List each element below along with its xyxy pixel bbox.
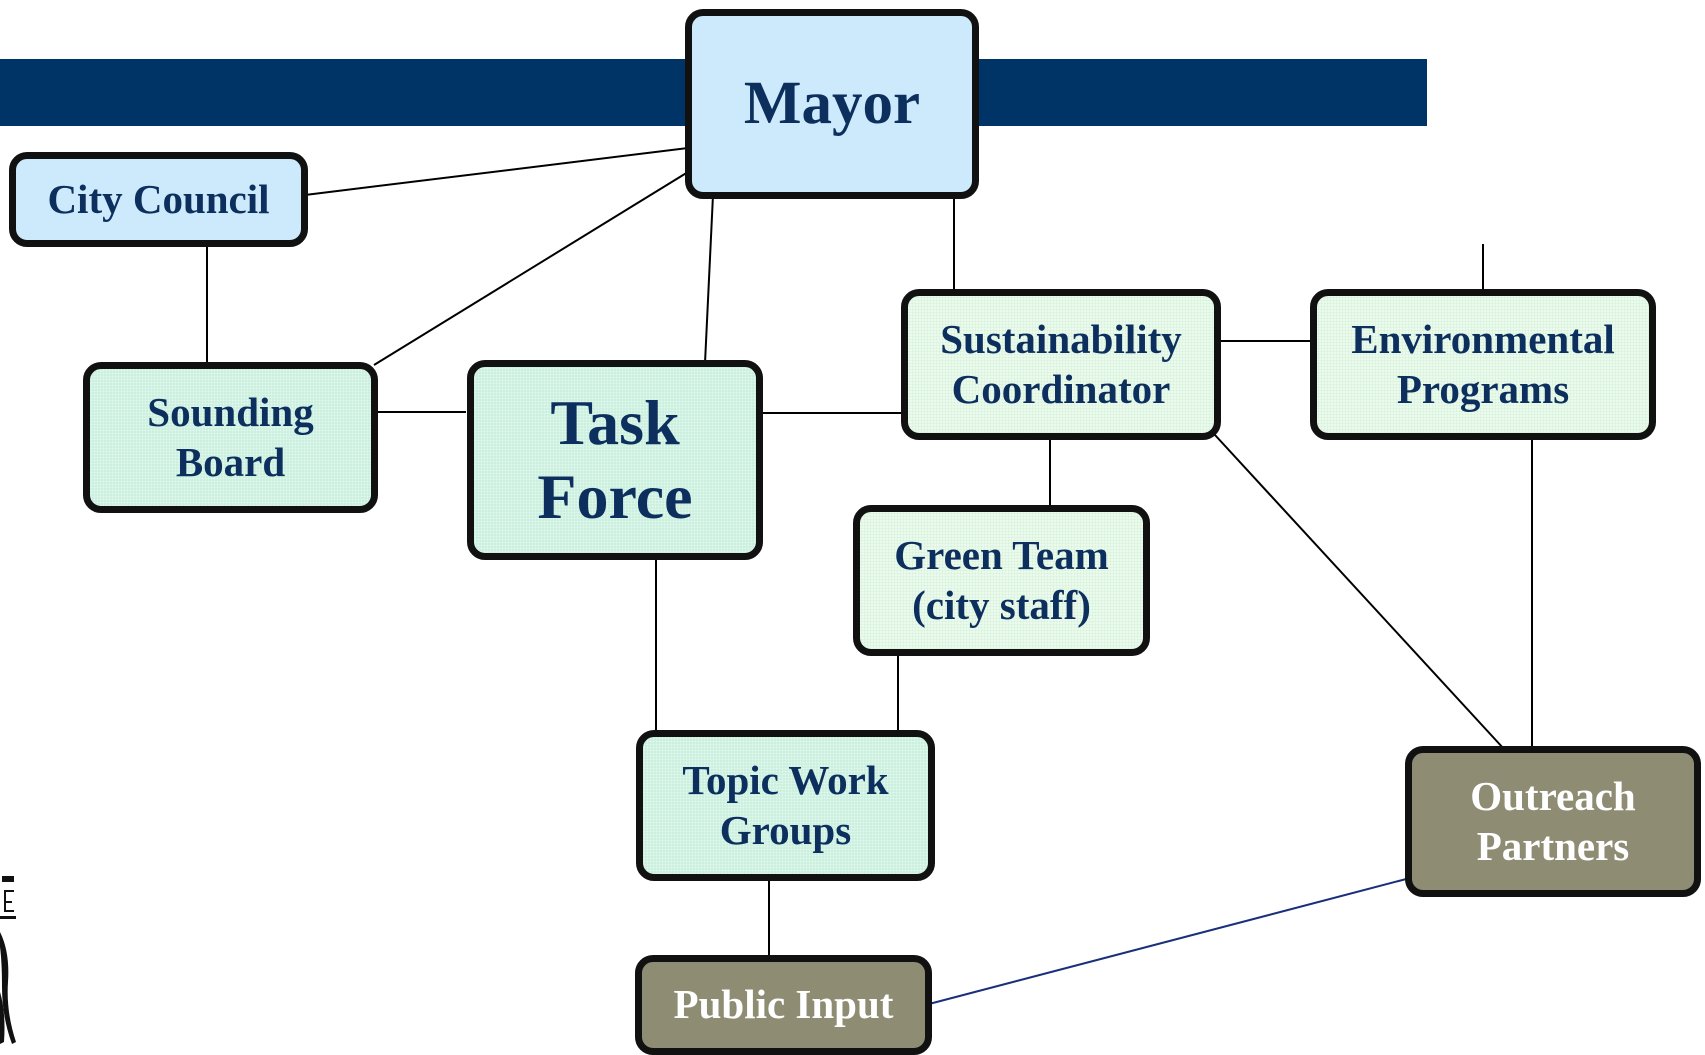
environmental-programs-box: Environmental Programs: [1310, 289, 1656, 440]
link-mayor-sounding-board: [373, 171, 689, 366]
green-team-label-line-2: (city staff): [912, 581, 1091, 628]
mayor-label: Mayor: [743, 70, 921, 138]
city-council-label: City Council: [47, 175, 270, 222]
mayor-box: Mayor: [685, 9, 979, 199]
outreach-partners-label-line-1: Outreach: [1470, 773, 1636, 820]
outreach-partners-label-line-2: Partners: [1476, 822, 1630, 869]
task-force-box: Task Force: [467, 360, 763, 560]
link-public-input-outreach: [928, 877, 1411, 1005]
task-force-label-line-1: Task: [550, 387, 680, 459]
outreach-partners-box: Outreach Partners: [1405, 746, 1701, 897]
link-mayor-task-force: [704, 194, 714, 364]
sounding-board-label-line-1: Sounding: [147, 389, 314, 436]
topic-work-groups-label-line-1: Topic Work: [682, 757, 889, 804]
city-council-box: City Council: [9, 152, 308, 247]
coordinator-label-line-1: Sustainability: [940, 316, 1182, 363]
sustainability-coordinator-box: Sustainability Coordinator: [901, 289, 1221, 440]
topic-work-groups-box: Topic Work Groups: [636, 730, 935, 881]
link-coordinator-outreach: [1214, 434, 1505, 750]
public-input-label: Public Input: [673, 981, 894, 1028]
link-mayor-city-council: [304, 147, 689, 196]
environmental-label-line-2: Programs: [1396, 365, 1570, 412]
green-team-label-line-1: Green Team: [894, 532, 1109, 579]
public-input-box: Public Input: [635, 955, 932, 1055]
task-force-label-line-2: Force: [537, 461, 693, 532]
coordinator-label-line-2: Coordinator: [951, 365, 1171, 412]
seal-logo: [0, 876, 16, 1044]
sounding-board-label-line-2: Board: [175, 438, 286, 485]
topic-work-groups-label-line-2: Groups: [719, 806, 852, 853]
sounding-board-box: Sounding Board: [83, 362, 378, 513]
environmental-label-line-1: Environmental: [1351, 316, 1615, 363]
green-team-box: Green Team (city staff): [853, 505, 1150, 656]
